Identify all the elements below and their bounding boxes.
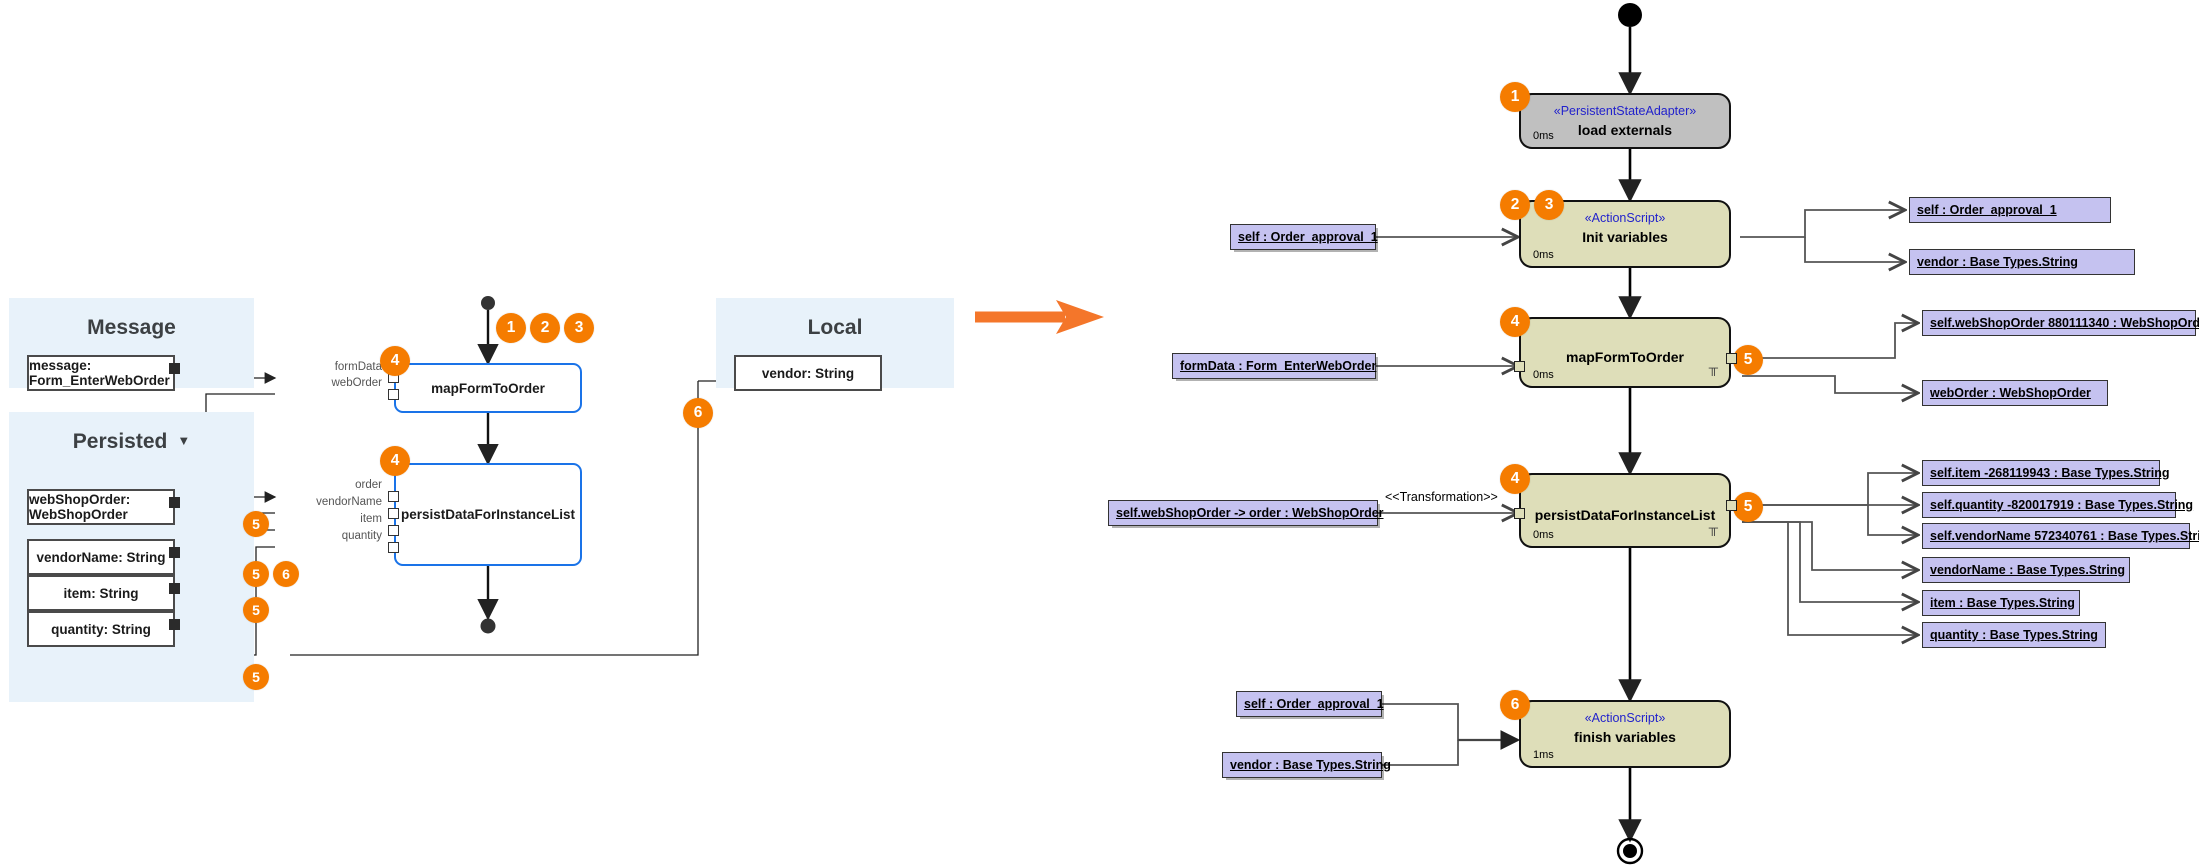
edge-label-transformation: <<Transformation>> bbox=[1385, 490, 1498, 504]
object-output-init-vendor[interactable]: vendor : Base Types.String bbox=[1909, 249, 2135, 275]
step-badge-4-mapformtoorder: 4 bbox=[380, 346, 410, 376]
state-name: mapFormToOrder bbox=[1566, 349, 1684, 365]
port-weborder[interactable] bbox=[388, 389, 399, 400]
state-name: persistDataForInstanceList bbox=[1534, 507, 1716, 523]
step-badge-2-left: 2 bbox=[530, 313, 560, 343]
state-map-form-to-order[interactable]: mapFormToOrder 0ms ╥ bbox=[1519, 317, 1731, 388]
pin-marker bbox=[169, 497, 180, 508]
step-badge-5-vendorname: 5 bbox=[243, 561, 269, 587]
chevron-down-icon[interactable]: ▼ bbox=[177, 433, 191, 448]
object-output-self-webshoporder[interactable]: self.webShopOrder 880111340 : WebShopOrd… bbox=[1922, 310, 2199, 336]
pin-marker bbox=[169, 619, 180, 630]
port-label-order: order bbox=[355, 479, 382, 491]
step-badge-4-persist: 4 bbox=[1500, 464, 1530, 494]
step-badge-4-map: 4 bbox=[1500, 307, 1530, 337]
object-input-init-self[interactable]: self : Order_approval_1 bbox=[1230, 224, 1378, 250]
state-name: load externals bbox=[1577, 122, 1673, 138]
state-load-externals[interactable]: «PersistentStateAdapter» load externals … bbox=[1519, 93, 1731, 149]
object-output-weborder[interactable]: webOrder : WebShopOrder bbox=[1922, 380, 2108, 406]
state-stereotype: «PersistentStateAdapter» bbox=[1553, 104, 1697, 118]
variable-label: vendorName: String bbox=[36, 549, 166, 565]
step-badge-5-webshoporder: 5 bbox=[243, 511, 269, 537]
object-output-item[interactable]: item : Base Types.String bbox=[1922, 590, 2080, 616]
port-label-quantity: quantity bbox=[341, 530, 382, 542]
pin-marker bbox=[169, 547, 180, 558]
variable-label: webShopOrder: WebShopOrder bbox=[29, 492, 131, 522]
state-duration: 0ms bbox=[1533, 529, 1554, 541]
port-label-item: item bbox=[360, 513, 382, 525]
pin-icon: ╥ bbox=[1708, 360, 1718, 375]
object-output-self-vendorname[interactable]: self.vendorName 572340761 : Base Types.S… bbox=[1922, 523, 2199, 549]
state-port-out-map[interactable] bbox=[1726, 353, 1737, 364]
state-name: finish variables bbox=[1574, 729, 1676, 745]
variable-quantity[interactable]: quantity: String bbox=[27, 611, 180, 647]
activity-label: persistDataForInstanceList bbox=[400, 507, 576, 522]
step-badge-5-persist: 5 bbox=[1733, 492, 1763, 522]
state-port-in-map[interactable] bbox=[1514, 361, 1525, 372]
object-input-finish-self[interactable]: self : Order_approval_1 bbox=[1236, 691, 1384, 717]
state-port-out-persist[interactable] bbox=[1726, 500, 1737, 511]
port-item[interactable] bbox=[388, 525, 399, 536]
object-input-finish-vendor[interactable]: vendor : Base Types.String bbox=[1222, 752, 1391, 778]
port-quantity[interactable] bbox=[388, 542, 399, 553]
state-duration: 0ms bbox=[1533, 369, 1554, 381]
step-badge-3-left: 3 bbox=[564, 313, 594, 343]
activity-persistdataforinstancelist[interactable]: persistDataForInstanceList bbox=[394, 463, 582, 566]
state-stereotype: «ActionScript» bbox=[1584, 711, 1666, 725]
object-output-self-quantity[interactable]: self.quantity -820017919 : Base Types.St… bbox=[1922, 492, 2193, 518]
object-output-quantity[interactable]: quantity : Base Types.String bbox=[1922, 622, 2106, 648]
panel-title[interactable]: Persisted▼ bbox=[72, 430, 191, 453]
variable-label: message: Form_EnterWebOrder bbox=[29, 358, 170, 388]
step-badge-1-left: 1 bbox=[496, 313, 526, 343]
step-badge-6: 6 bbox=[1500, 690, 1530, 720]
state-persist-data-for-instance-list[interactable]: persistDataForInstanceList 0ms ╥ bbox=[1519, 473, 1731, 548]
activity-label: mapFormToOrder bbox=[431, 380, 545, 396]
step-badge-5-item: 5 bbox=[243, 597, 269, 623]
object-output-init-self[interactable]: self : Order_approval_1 bbox=[1909, 197, 2111, 223]
step-badge-3: 3 bbox=[1534, 190, 1564, 220]
object-input-formdata[interactable]: formData : Form_EnterWebOrder bbox=[1172, 353, 1376, 379]
pin-icon: ╥ bbox=[1708, 520, 1718, 535]
step-badge-6-local: 6 bbox=[683, 398, 713, 428]
variable-webshoporder[interactable]: webShopOrder: WebShopOrder bbox=[27, 489, 180, 525]
variable-label: item: String bbox=[63, 585, 139, 601]
variable-vendor[interactable]: vendor: String bbox=[734, 355, 882, 391]
state-duration: 1ms bbox=[1533, 749, 1554, 761]
state-init-variables[interactable]: «ActionScript» Init variables 0ms bbox=[1519, 200, 1731, 268]
orange-right-arrow bbox=[975, 300, 1104, 334]
port-label-formdata: formData bbox=[334, 361, 382, 373]
state-duration: 0ms bbox=[1533, 130, 1554, 142]
state-port-in-persist[interactable] bbox=[1514, 508, 1525, 519]
object-input-persist[interactable]: self.webShopOrder -> order : WebShopOrde… bbox=[1108, 500, 1384, 526]
object-output-self-item[interactable]: self.item -268119943 : Base Types.String bbox=[1922, 460, 2169, 486]
state-stereotype: «ActionScript» bbox=[1584, 211, 1666, 225]
object-output-vendorname[interactable]: vendorName : Base Types.String bbox=[1922, 557, 2130, 583]
pin-marker bbox=[169, 583, 180, 594]
port-order[interactable] bbox=[388, 491, 399, 502]
port-vendorname[interactable] bbox=[388, 508, 399, 519]
variable-item[interactable]: item: String bbox=[27, 575, 180, 611]
variable-vendorname[interactable]: vendorName: String bbox=[27, 539, 180, 575]
variable-message[interactable]: message: Form_EnterWebOrder bbox=[27, 355, 180, 391]
step-badge-1: 1 bbox=[1500, 82, 1530, 112]
variable-label: vendor: String bbox=[761, 365, 855, 381]
step-badge-6-vendorname: 6 bbox=[273, 561, 299, 587]
pin-marker bbox=[169, 363, 180, 374]
activity-mapformtoorder[interactable]: mapFormToOrder bbox=[394, 363, 582, 413]
port-label-vendorname: vendorName bbox=[316, 496, 382, 508]
step-badge-4-persistdata: 4 bbox=[380, 446, 410, 476]
step-badge-5-quantity: 5 bbox=[243, 664, 269, 690]
step-badge-5-map: 5 bbox=[1733, 345, 1763, 375]
state-finish-variables[interactable]: «ActionScript» finish variables 1ms bbox=[1519, 700, 1731, 768]
port-label-weborder: webOrder bbox=[331, 377, 383, 389]
panel-title: Message bbox=[87, 316, 176, 339]
variable-label: quantity: String bbox=[51, 621, 151, 637]
step-badge-2: 2 bbox=[1500, 190, 1530, 220]
state-name: Init variables bbox=[1582, 229, 1668, 245]
panel-title: Local bbox=[807, 316, 863, 339]
state-duration: 0ms bbox=[1533, 249, 1554, 261]
